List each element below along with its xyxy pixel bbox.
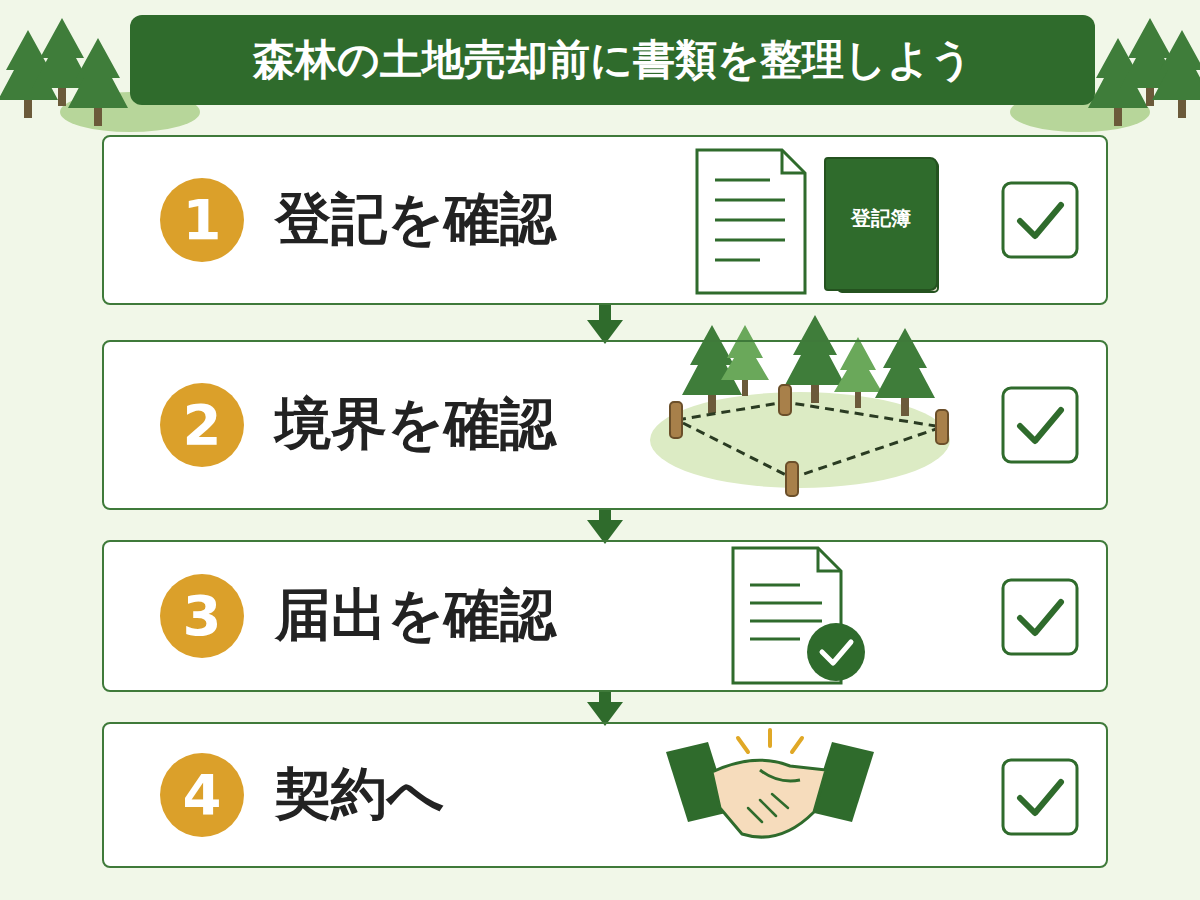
forest-plot <box>650 315 950 496</box>
register-book: 登記簿 <box>824 157 938 291</box>
step-number-circle: 1 <box>160 178 244 262</box>
step-number-circle: 2 <box>160 383 244 467</box>
step-label: 届出を確認 <box>275 578 556 654</box>
step-box: 契約へ 4 <box>102 722 1108 868</box>
book-title: 登記簿 <box>851 205 911 232</box>
step-number: 2 <box>183 397 222 453</box>
document-icon <box>697 150 805 293</box>
flow-arrow <box>587 690 623 726</box>
step-number: 1 <box>183 192 222 248</box>
title-text: 森林の土地売却前に書類を整理しよう <box>130 15 1095 105</box>
step-label: 境界を確認 <box>275 387 556 463</box>
step-number-circle: 3 <box>160 574 244 658</box>
flow-arrow <box>587 508 623 544</box>
step-label: 契約へ <box>275 757 444 833</box>
title-band <box>130 15 1095 105</box>
step-box: 境界を確認 2 <box>102 340 1108 510</box>
step-box: 登記を確認 1 登記簿 <box>102 135 1108 305</box>
flow-arrow <box>587 303 623 344</box>
handshake-icon <box>666 730 874 837</box>
box-grounds <box>103 136 1107 867</box>
approved-document-icon <box>733 548 865 683</box>
step-number-circle: 4 <box>160 753 244 837</box>
step-number: 4 <box>183 767 222 823</box>
step-number: 3 <box>183 588 222 644</box>
step-box: 届出を確認 3 <box>102 540 1108 692</box>
step-label: 登記を確認 <box>275 182 556 258</box>
